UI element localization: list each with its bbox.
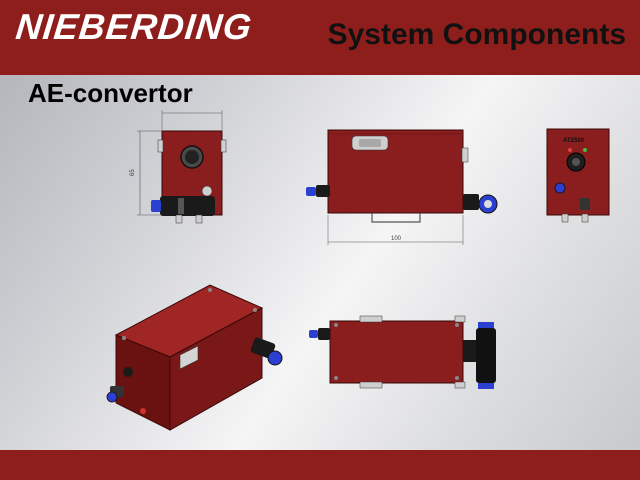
model-label: AT2500 <box>563 138 585 144</box>
front-view-drawing: AT2500 <box>546 128 610 223</box>
side-view-drawing: 65 <box>130 110 227 224</box>
isometric-view-drawing <box>106 284 283 431</box>
slide-body <box>0 75 640 450</box>
footer-bar <box>0 450 640 480</box>
height-dimension: 65 <box>130 169 136 176</box>
slide-subtitle: AE-convertor <box>28 78 193 108</box>
top-view-drawing: 100 <box>306 129 498 245</box>
slide-title: System Components <box>327 18 626 51</box>
header-bar: NIEBERDING System Components <box>0 0 640 75</box>
width-dimension: 100 <box>391 236 402 242</box>
bottom-view-drawing <box>309 315 496 389</box>
